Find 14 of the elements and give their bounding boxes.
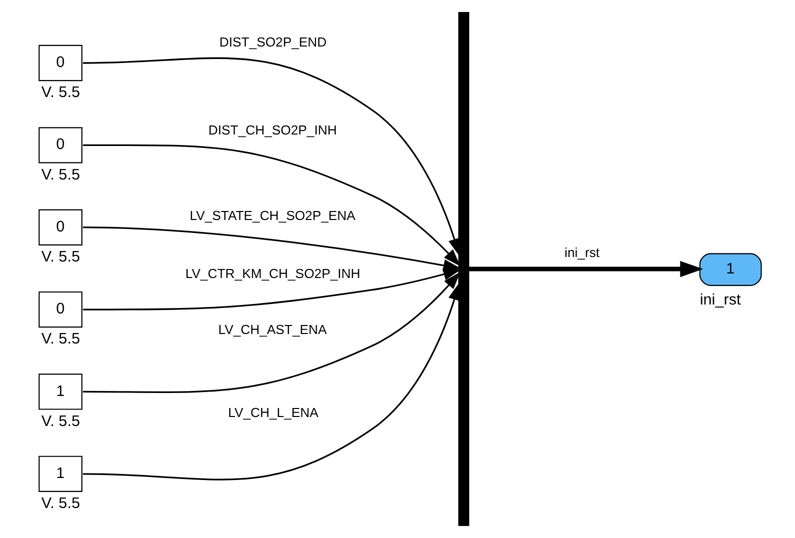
edge-label: DIST_CH_SO2P_INH bbox=[208, 122, 336, 138]
node-label: V. 5.5 bbox=[40, 248, 80, 266]
node-label: V. 5.5 bbox=[40, 166, 80, 184]
node-label: V. 5.5 bbox=[40, 330, 80, 348]
edge-label: ini_rst bbox=[564, 245, 600, 260]
edge-label: LV_CH_AST_ENA bbox=[218, 322, 326, 337]
edge-label: LV_CTR_KM_CH_SO2P_INH bbox=[184, 266, 360, 281]
node-label: V. 5.5 bbox=[40, 84, 80, 102]
edge-label: LV_CH_L_ENA bbox=[228, 405, 318, 420]
node-label: V. 5.5 bbox=[40, 495, 80, 512]
node-label: ini_rst bbox=[699, 291, 740, 308]
edge-label: LV_STATE_CH_SO2P_ENA bbox=[189, 208, 355, 223]
node-label: V. 5.5 bbox=[40, 412, 80, 430]
edge-label: DIST_SO2P_END bbox=[218, 34, 326, 50]
